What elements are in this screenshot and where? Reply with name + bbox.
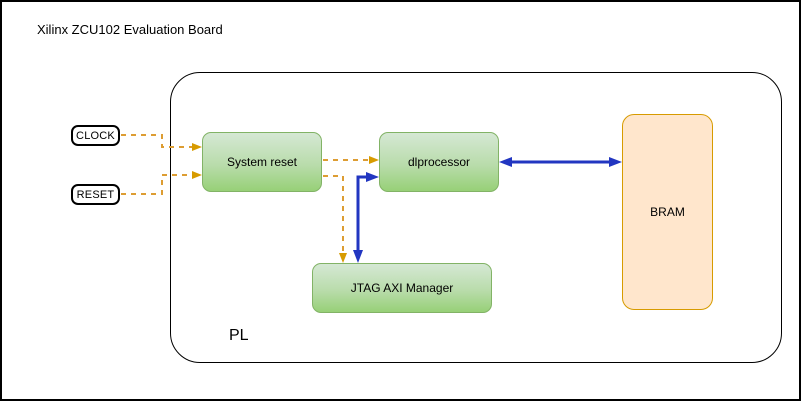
bram-block: BRAM	[622, 114, 713, 310]
diagram-title: Xilinx ZCU102 Evaluation Board	[37, 22, 223, 37]
pl-region-container: PL	[170, 72, 782, 363]
pl-region-label: PL	[229, 327, 249, 344]
dlprocessor-block: dlprocessor	[379, 132, 499, 192]
clock-input-label: CLOCK	[71, 125, 120, 146]
reset-input-label: RESET	[71, 184, 120, 205]
jtag-axi-manager-block: JTAG AXI Manager	[312, 263, 492, 313]
system-reset-block: System reset	[202, 132, 322, 192]
